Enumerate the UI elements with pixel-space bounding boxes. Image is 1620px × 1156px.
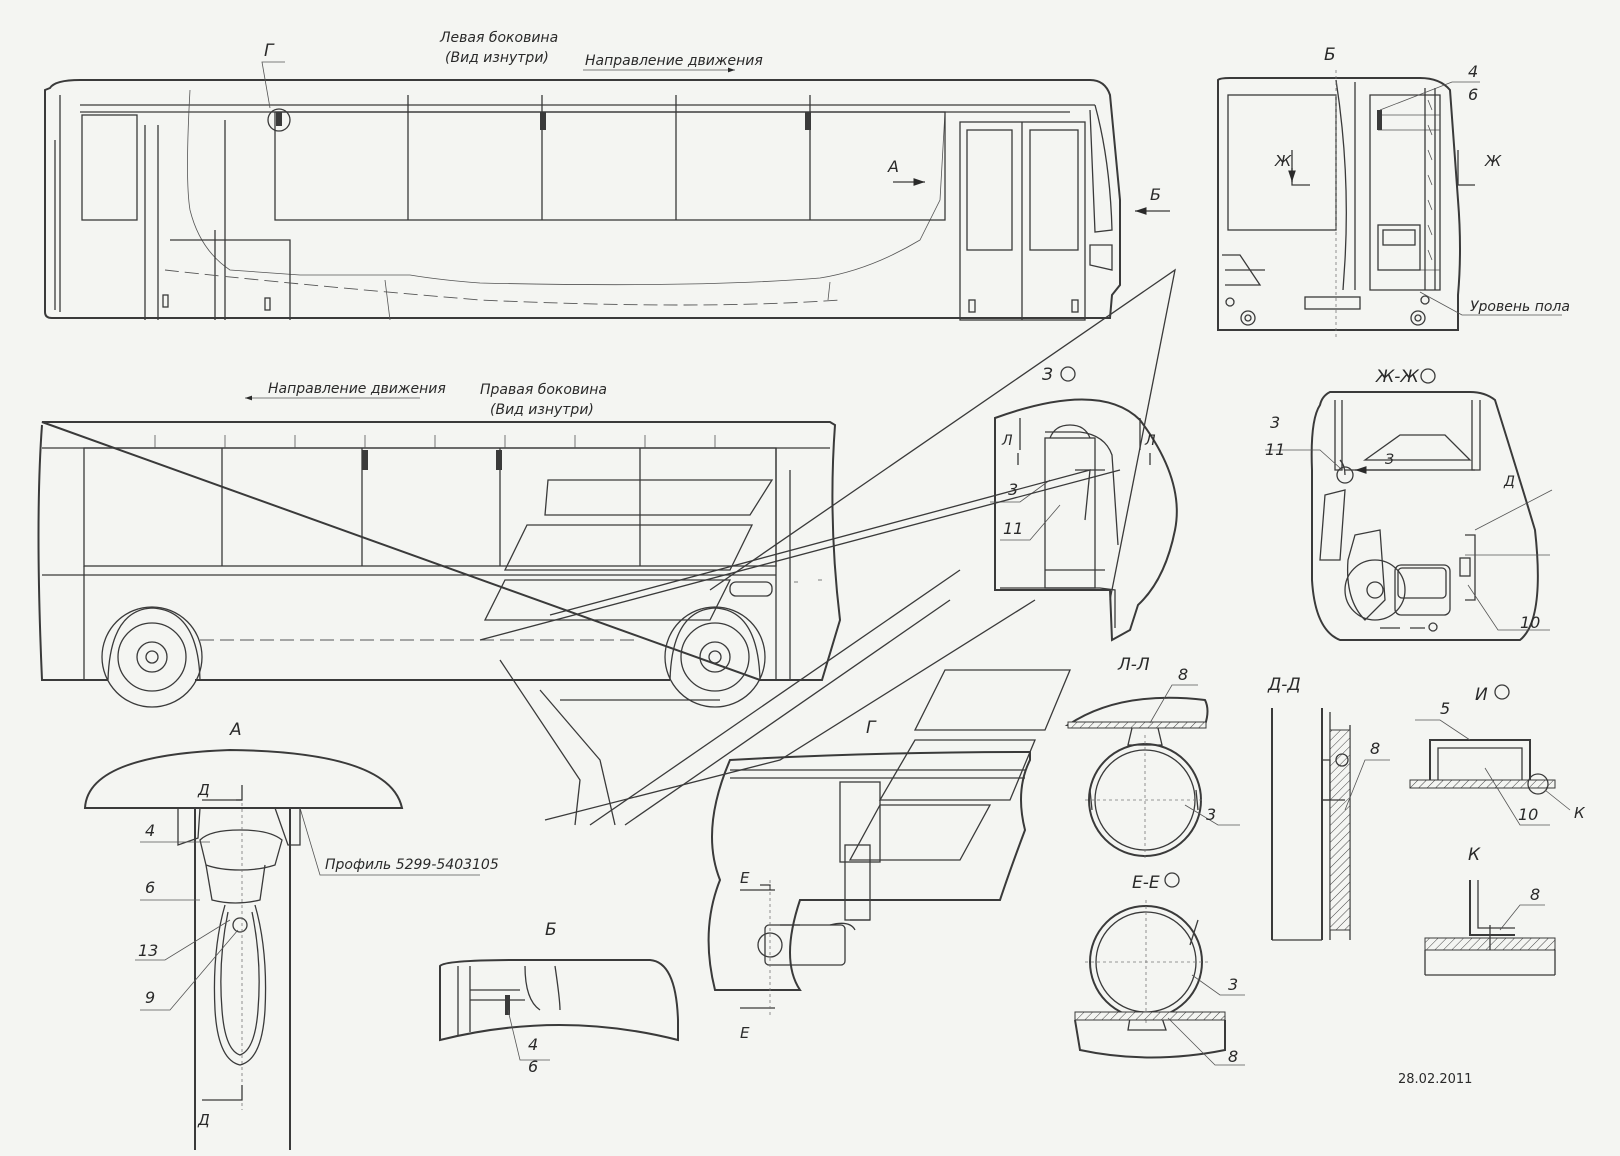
front-view-title: Б <box>1324 45 1336 65</box>
right-side-subtitle: (Вид изнутри) <box>490 402 594 418</box>
k-callout-label: К <box>1574 804 1586 822</box>
view-a-arrow-label: А <box>887 157 899 176</box>
callout-3-ee: 3 <box>1228 975 1238 994</box>
callout-11-zh: 11 <box>1265 440 1285 459</box>
section-d-zh-label: Д <box>1503 474 1515 490</box>
detail-a: А Д Д 4 6 13 9 Профиль 5299-5403105 <box>83 720 499 1150</box>
left-side-title: Левая боковина <box>439 30 558 46</box>
section-l-l-title: Л-Л <box>1117 655 1150 675</box>
callout-3-z: 3 <box>1008 480 1018 499</box>
view-z-title: З <box>1042 365 1053 385</box>
callout-6-b: 6 <box>528 1057 538 1076</box>
front-view-b: Б Ж Ж 4 6 Уровень пола <box>1217 45 1570 340</box>
section-d-top-label: Д <box>197 781 210 799</box>
callout-9-a: 9 <box>145 988 155 1007</box>
left-side-wall-view: Г Левая боковина (Вид изнутри) Направлен… <box>44 30 1170 321</box>
section-e-e: Е-Е 3 8 <box>1074 872 1245 1066</box>
section-l-right-label: Л <box>1144 433 1156 449</box>
floor-level-label: Уровень пола <box>1470 299 1570 315</box>
section-d-d: Д-Д 8 <box>1267 675 1390 941</box>
callout-6-a: 6 <box>145 878 155 897</box>
detail-g-title: Г <box>866 718 877 738</box>
section-l-left-label: Л <box>1001 433 1013 449</box>
callout-8-dd: 8 <box>1370 739 1380 758</box>
detail-i-title: И <box>1475 685 1488 705</box>
detail-k-title: К <box>1468 845 1481 865</box>
detail-b-title: Б <box>545 920 557 940</box>
section-e-top-label: Е <box>740 869 750 887</box>
view-leaders <box>479 268 1176 861</box>
left-side-subtitle: (Вид изнутри) <box>445 50 549 66</box>
section-zh-zh: Ж-Ж Д З 3 11 10 <box>1265 367 1553 641</box>
callout-8-k: 8 <box>1530 885 1540 904</box>
section-zh-left-label: Ж <box>1274 152 1292 170</box>
left-direction-label: Направление движения <box>585 53 763 69</box>
right-side-title: Правая боковина <box>480 382 607 398</box>
callout-8-ll: 8 <box>1178 665 1188 684</box>
detail-b-bottom: Б 4 6 <box>439 920 679 1076</box>
section-e-bottom-label: Е <box>740 1024 750 1042</box>
detail-k: К 8 <box>1424 845 1556 976</box>
section-d-d-title: Д-Д <box>1267 675 1301 695</box>
callout-3-ll: 3 <box>1206 805 1216 824</box>
detail-g: Г Е Е <box>707 718 1031 1042</box>
callout-10-i: 10 <box>1518 805 1538 824</box>
callout-4-b: 4 <box>528 1035 538 1054</box>
profile-note: Профиль 5299-5403105 <box>325 857 499 873</box>
callout-11-z: 11 <box>1003 519 1023 538</box>
view-b-arrow-label: Б <box>1150 185 1161 204</box>
view-g-label: Г <box>264 41 275 61</box>
section-e-e-title: Е-Е <box>1132 873 1160 893</box>
callout-3-zh: 3 <box>1270 413 1280 432</box>
view-z: З Л Л 3 11 <box>990 365 1178 642</box>
callout-8-ee: 8 <box>1228 1047 1238 1066</box>
detail-a-title: А <box>229 720 242 740</box>
section-d-bottom-label: Д <box>197 1111 210 1129</box>
section-zh-right-label: Ж <box>1484 152 1502 170</box>
section-zh-zh-title: Ж-Ж <box>1375 367 1419 387</box>
section-l-l: Л-Л 8 3 <box>1064 655 1240 860</box>
callout-10-zh: 10 <box>1520 613 1540 632</box>
right-direction-label: Направление движения <box>268 381 446 397</box>
right-side-wall-view: Направление движения Правая боковина (Ви… <box>37 381 842 708</box>
drawing-date: 28.02.2011 <box>1398 1072 1472 1087</box>
callout-4-a: 4 <box>145 821 155 840</box>
callout-6-front: 6 <box>1468 85 1478 104</box>
view-z-arrow-label: З <box>1385 452 1394 468</box>
callout-5-i: 5 <box>1440 699 1450 718</box>
callout-13-a: 13 <box>138 941 158 960</box>
detail-i: И 5 10 К <box>1409 684 1586 826</box>
callout-4-front: 4 <box>1468 62 1478 81</box>
